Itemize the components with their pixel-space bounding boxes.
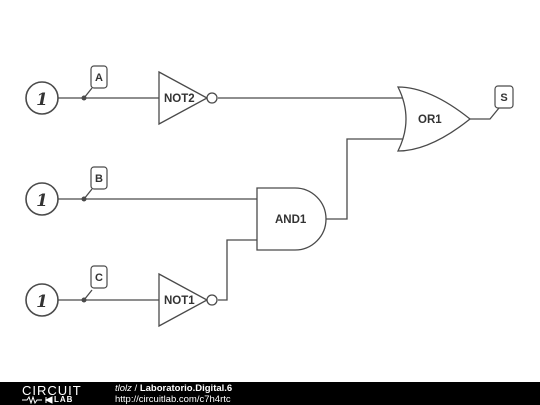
tag-a-box[interactable] [90, 65, 108, 89]
source-c-circle[interactable] [25, 283, 59, 317]
circuitlab-logo-lab: LAB [54, 395, 74, 404]
and1-gate-body[interactable] [256, 187, 327, 251]
not2-inversion-bubble [206, 92, 218, 104]
circuit-url[interactable]: http://circuitlab.com/c7h4rtc [115, 394, 231, 405]
resistor-icon [22, 396, 53, 404]
junction-dot-b [81, 196, 87, 202]
tag-b-box[interactable] [90, 166, 108, 190]
wire-and1-to-or1 [325, 138, 404, 220]
junction-dot-c [81, 297, 87, 303]
wire-or1-output [470, 107, 500, 120]
source-c[interactable]: 1 [25, 283, 59, 317]
node-tag-b[interactable]: B [81, 166, 108, 202]
tag-s-label: S [500, 92, 507, 104]
source-b-circle[interactable] [25, 182, 59, 216]
not1-gate-body[interactable] [158, 272, 209, 328]
source-a-circle[interactable] [25, 81, 59, 115]
and1-gate[interactable]: AND1 [256, 187, 327, 251]
circuitlab-logo-top: CIRCUIT [22, 383, 82, 398]
title-separator: / [131, 383, 140, 394]
or1-gate-body[interactable] [396, 86, 472, 152]
tag-b-label: B [95, 173, 103, 185]
tag-c-box[interactable] [90, 265, 108, 289]
circuitlab-logo-bottom: LAB [54, 395, 73, 404]
not1-gate-label: NOT1 [164, 295, 195, 307]
circuit-schematic: 1 1 1 A B C S NOT2 NOT1 [25, 65, 514, 328]
or1-gate[interactable]: OR1 [396, 86, 472, 152]
circuit-title[interactable]: Laboratorio.Digital.6 [139, 383, 233, 394]
source-c-value: 1 [36, 292, 48, 312]
and1-gate-label: AND1 [275, 214, 307, 226]
not1-inversion-bubble [206, 294, 218, 306]
footer-bar: CIRCUIT LAB tlolz / Laboratorio.Digital.… [0, 382, 540, 405]
not2-gate[interactable]: NOT2 [158, 70, 218, 126]
circuit-title-line: tlolz / Laboratorio.Digital.6 [115, 383, 232, 394]
junction-dot-a [81, 95, 87, 101]
tag-c-label: C [95, 272, 103, 284]
tag-a-label: A [95, 72, 103, 84]
source-a[interactable]: 1 [25, 81, 59, 115]
or1-gate-label: OR1 [418, 114, 442, 126]
source-b[interactable]: 1 [25, 182, 59, 216]
not1-gate[interactable]: NOT1 [158, 272, 218, 328]
node-tag-a[interactable]: A [81, 65, 108, 101]
wire-not1-to-and1 [218, 239, 258, 301]
not2-gate-body[interactable] [158, 70, 209, 126]
node-tag-s[interactable]: S [494, 85, 514, 109]
author-name[interactable]: tlolz [115, 383, 132, 394]
node-tag-c[interactable]: C [81, 265, 108, 303]
source-a-value: 1 [36, 90, 48, 110]
not2-gate-label: NOT2 [164, 93, 195, 105]
wires [58, 97, 500, 301]
source-b-value: 1 [36, 191, 48, 211]
tag-s-box[interactable] [494, 85, 514, 109]
